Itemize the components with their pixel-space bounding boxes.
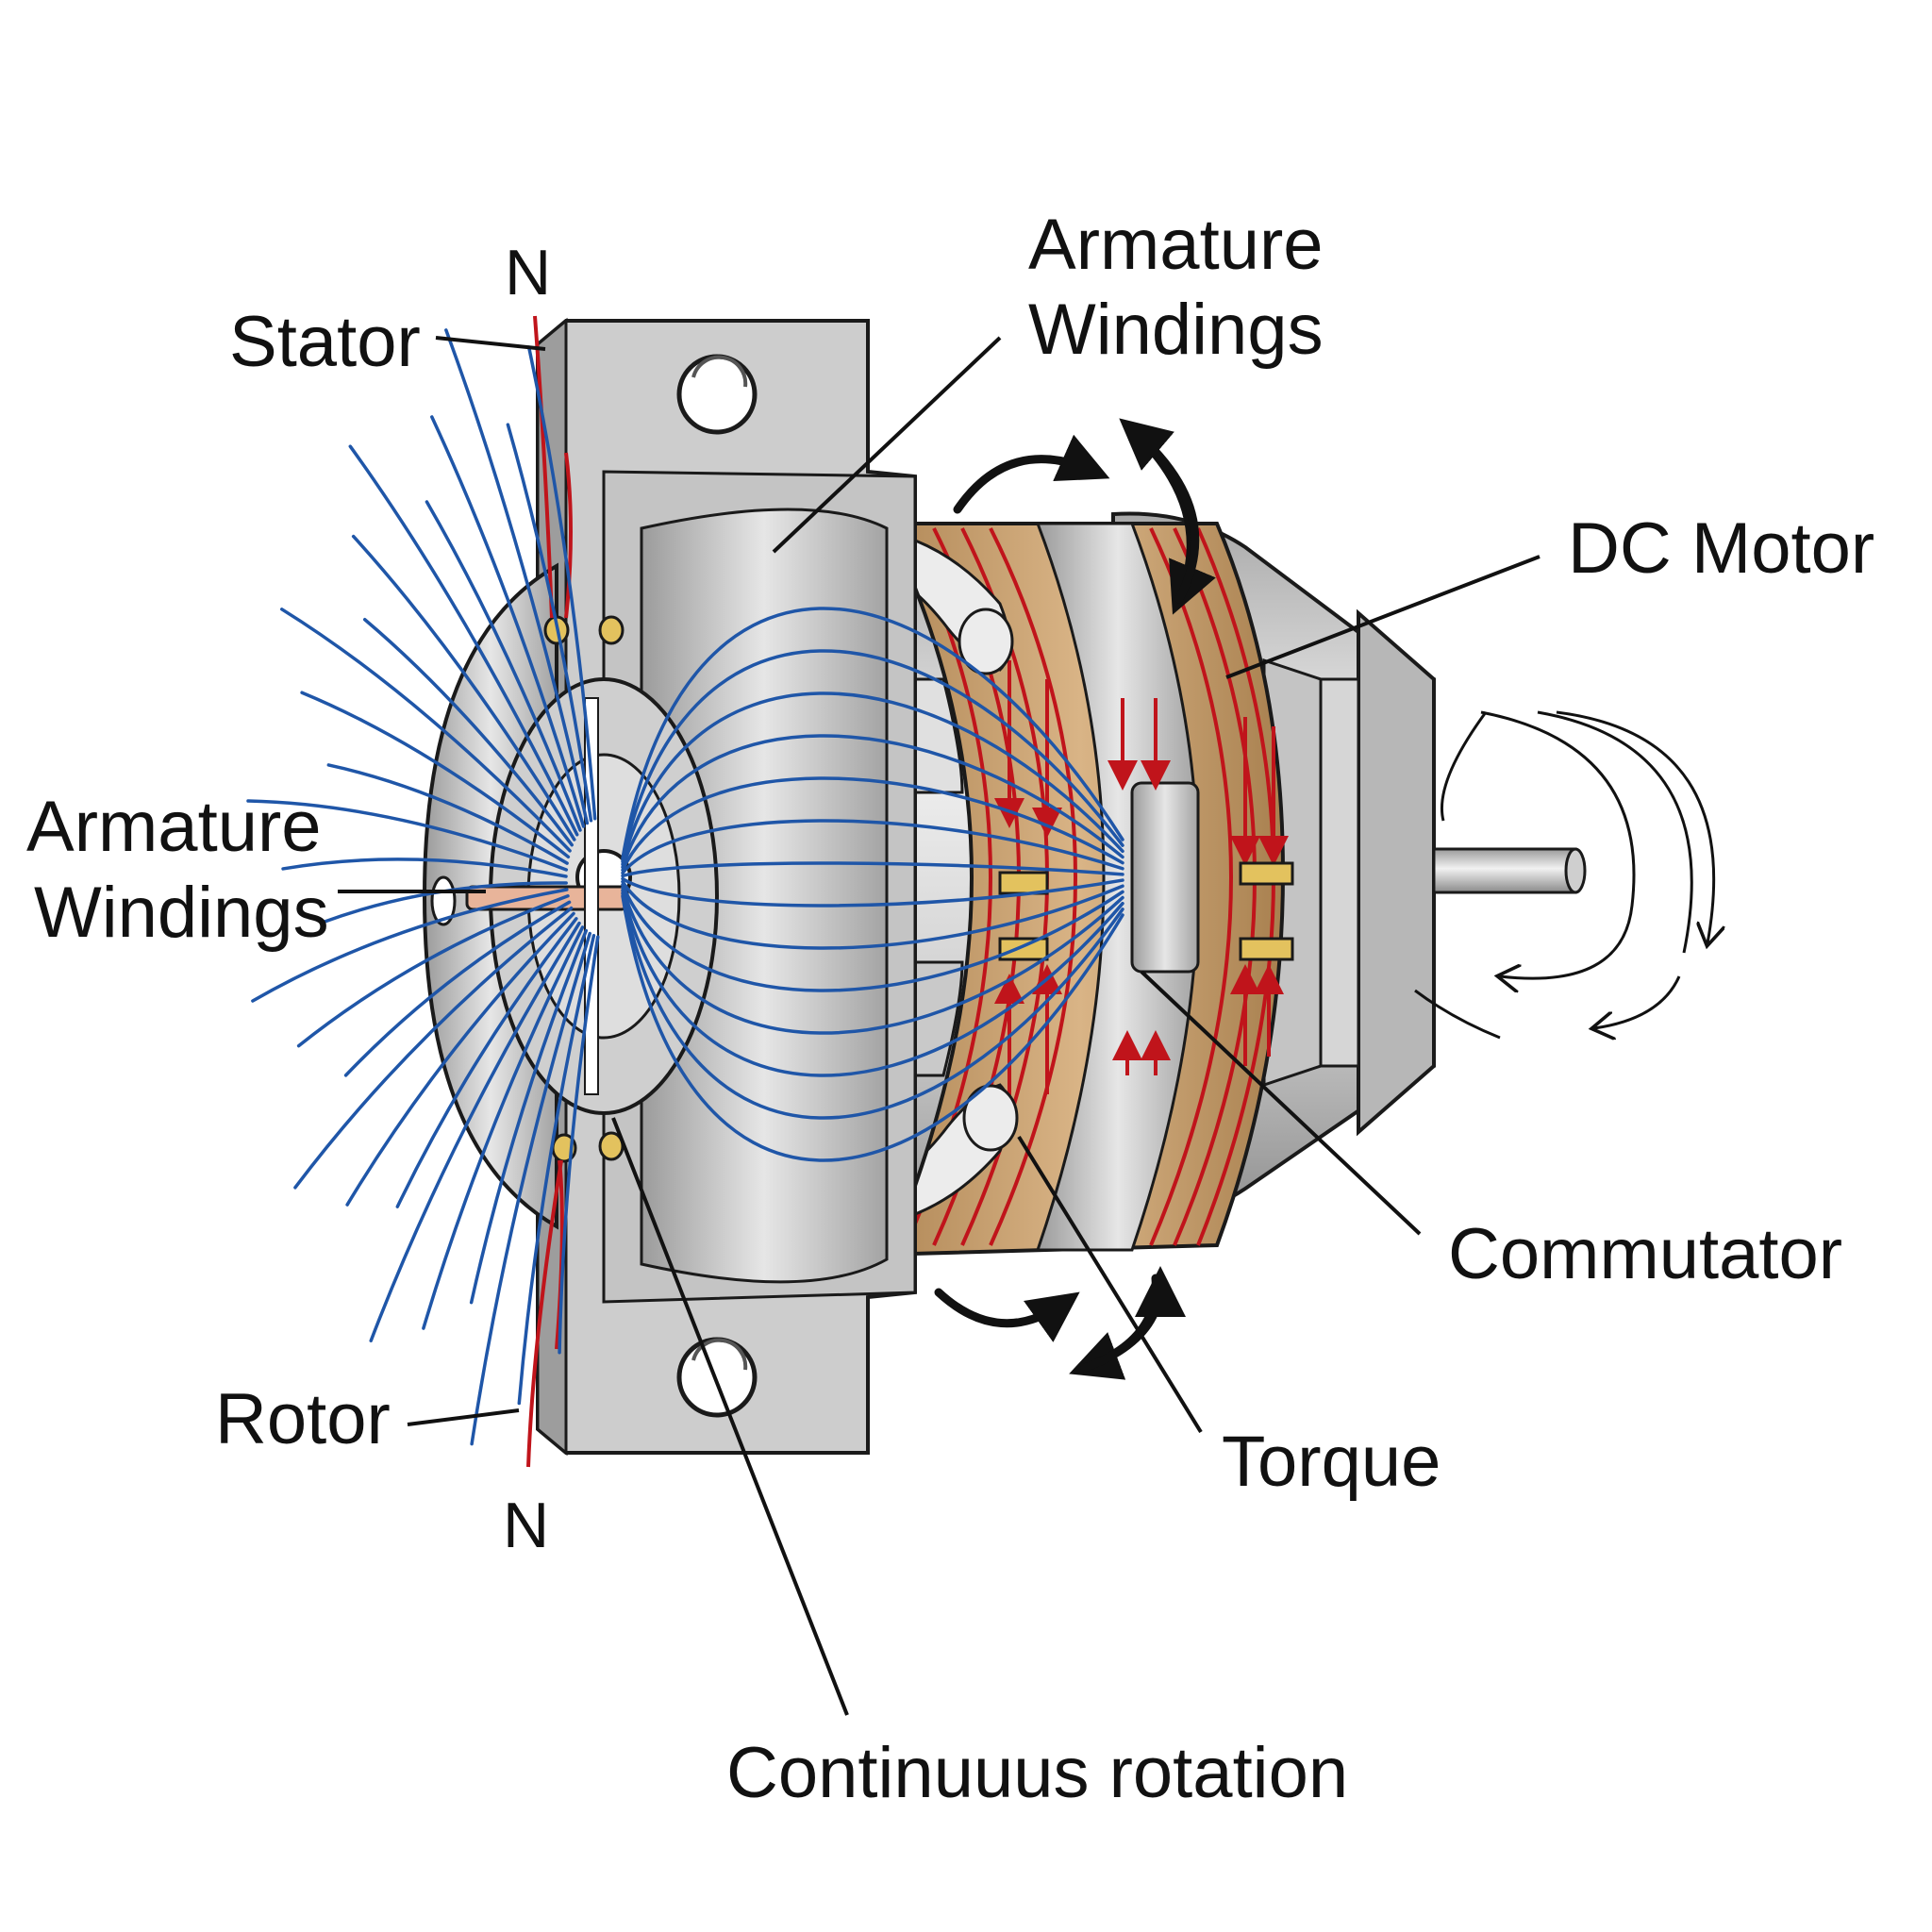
field-line	[526, 345, 597, 821]
field-line	[621, 891, 1124, 1120]
armature-windings-left-label-line2: Windings	[34, 873, 329, 953]
field-line	[425, 500, 582, 832]
field-line	[470, 931, 592, 1446]
commutator-label: Commutator	[1448, 1214, 1842, 1294]
field-line	[300, 691, 571, 859]
field-line	[246, 799, 569, 872]
rotor-label: Rotor	[215, 1379, 391, 1459]
leader-lines	[338, 336, 1541, 1716]
field-line	[621, 649, 1124, 863]
field-line	[621, 776, 1124, 873]
current-direction-arrows	[994, 660, 1289, 1113]
lead-wires	[526, 315, 573, 1468]
field-line	[362, 617, 574, 847]
stator-label: Stator	[229, 302, 421, 382]
field-line	[395, 917, 578, 1208]
field-line	[422, 925, 585, 1330]
torque-label: Torque	[1222, 1422, 1441, 1502]
field-line	[558, 935, 600, 1355]
field-line	[621, 879, 1124, 950]
field-line	[326, 763, 569, 865]
field-line	[621, 819, 1124, 875]
field-line	[621, 894, 1124, 1162]
pole-label-bottom: N	[503, 1490, 549, 1561]
field-line	[444, 328, 590, 825]
armature-windings-top-label-line1: Armature	[1028, 205, 1324, 285]
field-line	[280, 608, 572, 853]
field-line	[369, 921, 581, 1342]
continuous-rotation-label: Continuuus rotation	[726, 1733, 1348, 1813]
field-line	[343, 900, 572, 1077]
shaft-icon	[1432, 847, 1587, 894]
field-line	[348, 444, 579, 837]
field-line	[351, 534, 576, 841]
field-line	[621, 882, 1124, 992]
curved-rotation-arrow-icon	[1414, 710, 1714, 1038]
mounting-hole-icon	[676, 1337, 758, 1418]
pole-label-top: N	[505, 237, 551, 308]
field-line	[621, 886, 1124, 1035]
armature-windings-left-label-line1: Armature	[26, 787, 322, 867]
field-line	[621, 861, 1124, 878]
field-line	[293, 906, 574, 1190]
magnetic-field-lines	[246, 328, 1124, 1446]
field-line	[621, 607, 1124, 860]
field-line	[281, 858, 568, 878]
dc-motor-label: DC Motor	[1568, 508, 1874, 589]
commutator-brushes	[998, 861, 1294, 961]
field-line	[506, 423, 593, 823]
field-line	[621, 691, 1124, 866]
field-line	[621, 734, 1124, 869]
field-line	[345, 911, 575, 1207]
field-line	[430, 415, 586, 828]
field-line	[469, 928, 589, 1305]
field-line	[517, 933, 596, 1406]
field-line	[621, 876, 1124, 908]
field-line	[621, 889, 1124, 1077]
mounting-hole-icon	[676, 354, 758, 435]
field-line	[251, 888, 569, 1003]
armature-windings-top-label-line2: Windings	[1028, 290, 1324, 370]
field-line	[296, 894, 570, 1048]
